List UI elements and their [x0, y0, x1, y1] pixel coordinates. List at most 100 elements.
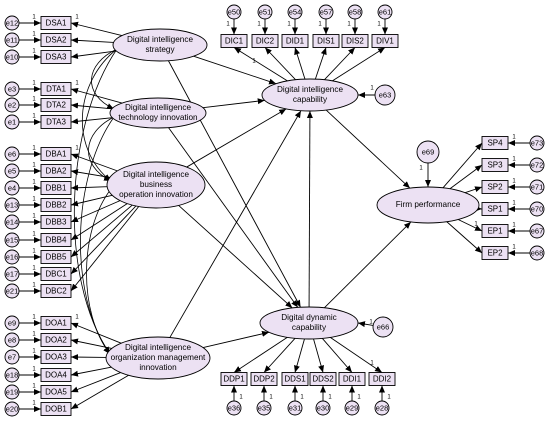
indicator-dbb4: [40, 233, 72, 247]
disturbance-e63: [374, 84, 396, 106]
error-e30: [315, 400, 331, 416]
indicator-ep1: [481, 224, 509, 238]
error-e29: [344, 400, 360, 416]
indicator-ep2-label: EP2: [487, 249, 503, 258]
loading-mark-dba1: 1: [75, 146, 79, 152]
loading-path-EP2: [446, 221, 483, 254]
error-e19-label: e19: [6, 387, 19, 396]
indicator-dis2: [341, 34, 369, 48]
error-e14-label: e14: [6, 217, 19, 226]
loading-path-DIS1: [314, 47, 327, 80]
loading-path-DOA5: [70, 372, 121, 393]
indicator-dds2: [309, 372, 337, 386]
loading-mark-doa1: 1: [75, 315, 79, 321]
indicator-dob1-label: DOB1: [45, 405, 67, 414]
loading-mark-ep1: 1: [474, 222, 478, 228]
loading-path-DSA1: [70, 21, 123, 37]
latent-dis-label-2: strategy: [145, 45, 175, 54]
error-e50-label: e50: [228, 7, 241, 16]
indicator-dds2-label: DDS2: [312, 375, 334, 384]
error-e58-label: e58: [349, 7, 362, 16]
error-mark-e29: 1: [357, 395, 361, 401]
error-e16-label: e16: [6, 252, 19, 261]
indicator-dsa2: [40, 33, 72, 47]
indicator-dis1: [312, 34, 340, 48]
error-e18-label: e18: [6, 370, 19, 379]
indicator-dds1: [281, 372, 309, 386]
indicator-dbb2-label: DBB2: [46, 201, 67, 210]
error-e36-label: e36: [228, 403, 241, 412]
error-e3-label: e3: [8, 84, 16, 93]
error-e29-label: e29: [346, 403, 359, 412]
structural-path-dbo-dic: [186, 108, 287, 168]
indicator-ddp2-label: DDP2: [253, 375, 275, 384]
error-mark-e50: 1: [226, 22, 230, 28]
indicator-sp2: [481, 180, 509, 194]
loading-path-DSA3: [70, 50, 117, 60]
indicator-dbc1-label: DBC1: [45, 270, 67, 279]
loading-path-DBB5: [70, 204, 133, 258]
error-e70: [529, 201, 545, 217]
loading-path-SP2: [464, 186, 483, 194]
indicator-dob1: [40, 402, 72, 416]
indicator-doa1-label: DOA1: [45, 319, 67, 328]
error-e51-label: e51: [259, 7, 272, 16]
error-e36: [226, 400, 242, 416]
structural-path-dic-fp: [325, 109, 411, 189]
error-e28: [374, 400, 390, 416]
latent-dbo-label-1: Digital intelligence: [123, 170, 189, 179]
error-mark-e6: 1: [32, 146, 36, 152]
latent-ddc-label-2: capability: [292, 323, 327, 332]
error-mark-e36: 1: [239, 395, 243, 401]
loading-path-DDP2: [263, 338, 296, 373]
error-e19: [4, 384, 20, 400]
loading-path-DTA1: [70, 87, 123, 104]
indicator-dbb3: [40, 215, 72, 229]
error-mark-e67: 1: [512, 223, 516, 229]
error-e9: [4, 315, 20, 331]
error-e1-label: e1: [8, 117, 16, 126]
error-mark-e3: 1: [32, 81, 36, 87]
error-e54: [287, 4, 303, 20]
error-mark-e51: 1: [257, 22, 261, 28]
indicator-dbb1-label: DBB1: [46, 184, 67, 193]
disturbance-mark-dic: 1: [370, 86, 374, 92]
error-e61: [377, 4, 393, 20]
latent-dom-label-3: innovation: [139, 363, 177, 372]
loading-path-DOB1: [70, 374, 129, 410]
error-e61-label: e61: [379, 7, 392, 16]
indicator-ddp1-label: DDP1: [223, 375, 245, 384]
error-e20: [4, 401, 20, 417]
loading-path-DTA2: [70, 102, 112, 110]
error-mark-e1: 1: [32, 114, 36, 120]
error-e35: [256, 400, 272, 416]
error-mark-e54: 1: [287, 22, 291, 28]
indicator-ddp2: [250, 372, 278, 386]
indicator-doa4: [40, 368, 72, 382]
indicator-doa1: [40, 316, 72, 330]
indicator-dis2-label: DIS2: [346, 37, 364, 46]
indicator-dbb5: [40, 250, 72, 264]
error-mark-e17: 1: [32, 266, 36, 272]
error-mark-e2: 1: [32, 97, 36, 103]
disturbance-e63-label: e63: [379, 90, 392, 99]
error-mark-e61: 1: [377, 22, 381, 28]
error-e68-label: e68: [531, 248, 544, 257]
indicator-sp4: [481, 136, 509, 150]
indicator-dta2: [40, 98, 72, 112]
error-e73-label: e73: [531, 138, 544, 147]
latent-dti-label-2: technology innovation: [118, 113, 198, 122]
error-mark-e19: 1: [32, 384, 36, 390]
error-e1: [4, 114, 20, 130]
latent-dis-label-1: Digital intelligence: [127, 35, 193, 44]
loading-path-DDP1: [233, 336, 288, 373]
error-mark-e15: 1: [32, 232, 36, 238]
indicator-div1-label: DIV1: [376, 37, 394, 46]
error-e10-label: e10: [6, 52, 19, 61]
loading-path-DOA2: [70, 338, 112, 349]
indicator-dds1-label: DDS1: [284, 375, 306, 384]
error-mark-e8: 1: [32, 332, 36, 338]
indicator-dta2-label: DTA2: [46, 101, 66, 110]
error-e13-label: e13: [6, 200, 19, 209]
indicator-doa2: [40, 333, 72, 347]
